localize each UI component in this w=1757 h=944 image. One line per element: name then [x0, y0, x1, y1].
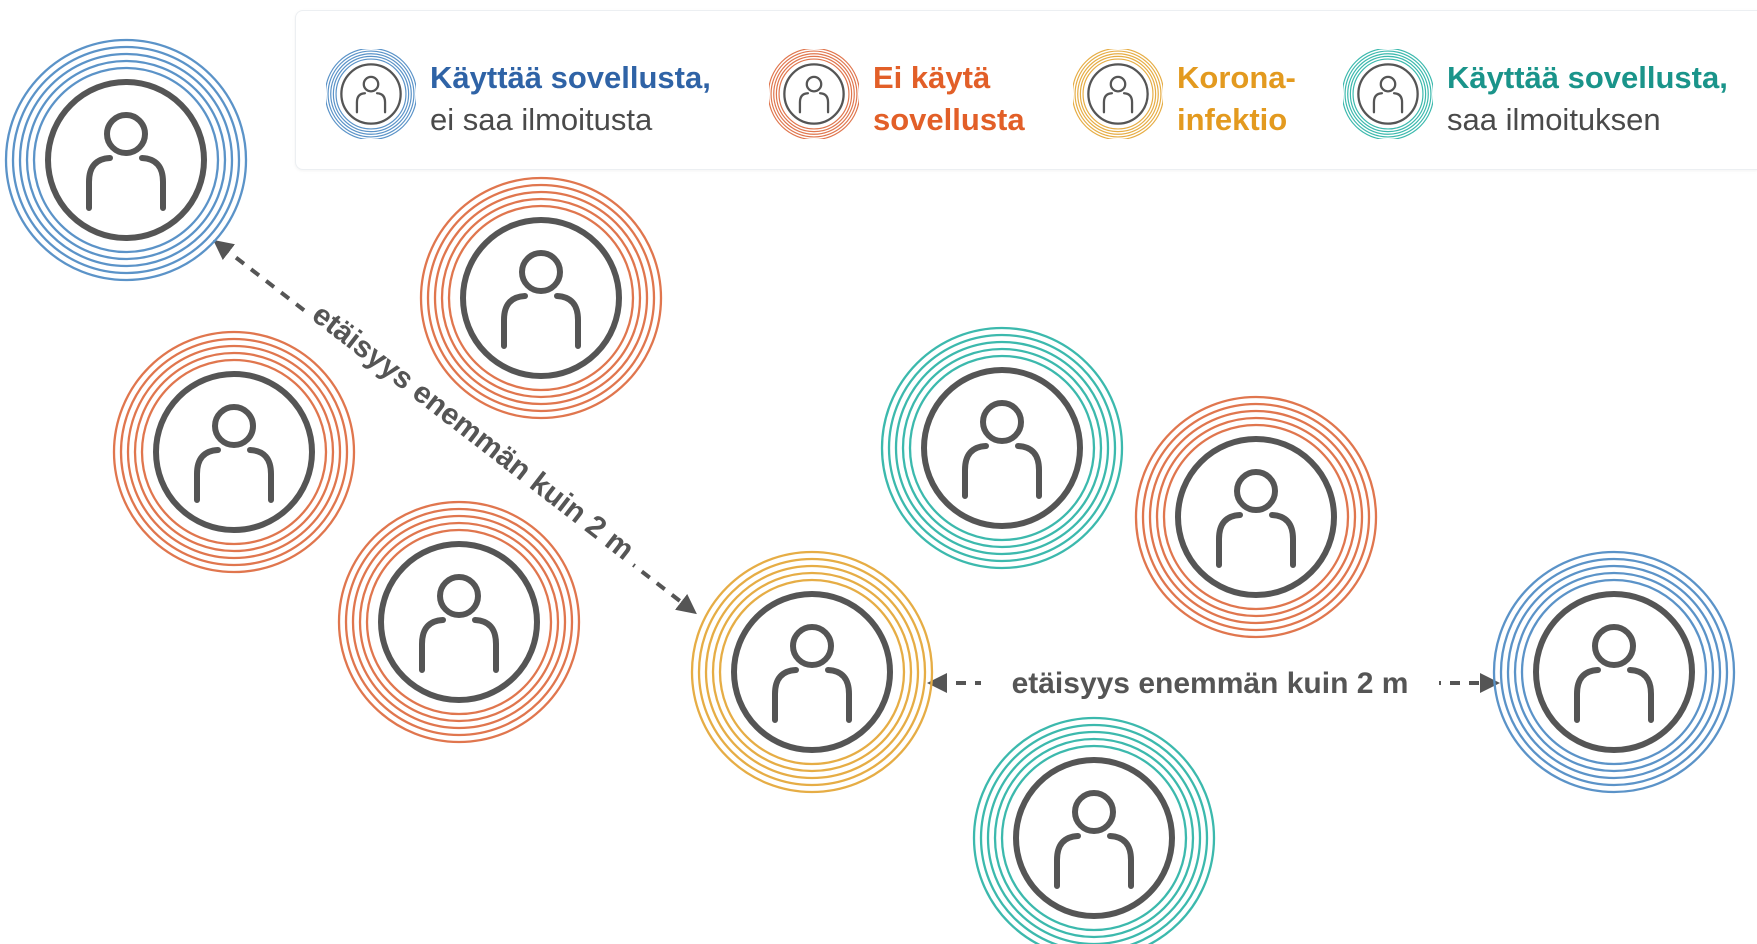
legend-label-line2: infektio: [1177, 102, 1288, 137]
distance-label-horizontal: etäisyys enemmän kuin 2 m: [1012, 667, 1409, 700]
person-center-upper-icon: [880, 326, 1124, 570]
legend-label-line2: ei saa ilmoitusta: [430, 102, 653, 137]
legend-person-glyph: [1343, 49, 1433, 139]
person-upper-middle-icon: [419, 176, 663, 420]
legend-label-line1: Käyttää sovellusta,: [1447, 60, 1728, 95]
legend-label-line1: Ei käytä: [873, 60, 991, 95]
person-top-left-icon: [4, 38, 248, 282]
distance-arrow-diagonal: [213, 239, 697, 615]
legend-label-line2: sovellusta: [873, 102, 1025, 137]
person-right-icon: [1492, 550, 1736, 794]
legend-person-glyph: [769, 49, 859, 139]
person-blue-rings-icon: [326, 49, 416, 139]
legend-person-glyph: [1073, 49, 1163, 139]
person-orange-rings-icon: [769, 49, 859, 139]
person-center-right-icon: [1134, 395, 1378, 639]
person-lower-left-icon: [337, 500, 581, 744]
person-left-middle-icon: [112, 330, 356, 574]
legend-label-line2: saa ilmoituksen: [1447, 102, 1661, 137]
legend-person-glyph: [326, 49, 416, 139]
person-center-icon: [690, 550, 934, 794]
legend-label-line1: Korona-: [1177, 60, 1296, 95]
legend: Käyttää sovellusta, ei saa ilmoitusta Ei…: [295, 10, 1757, 170]
legend-label-line1: Käyttää sovellusta,: [430, 60, 711, 95]
person-yellow-rings-icon: [1073, 49, 1163, 139]
person-teal-rings-icon: [1343, 49, 1433, 139]
person-bottom-center-icon: [972, 716, 1216, 944]
